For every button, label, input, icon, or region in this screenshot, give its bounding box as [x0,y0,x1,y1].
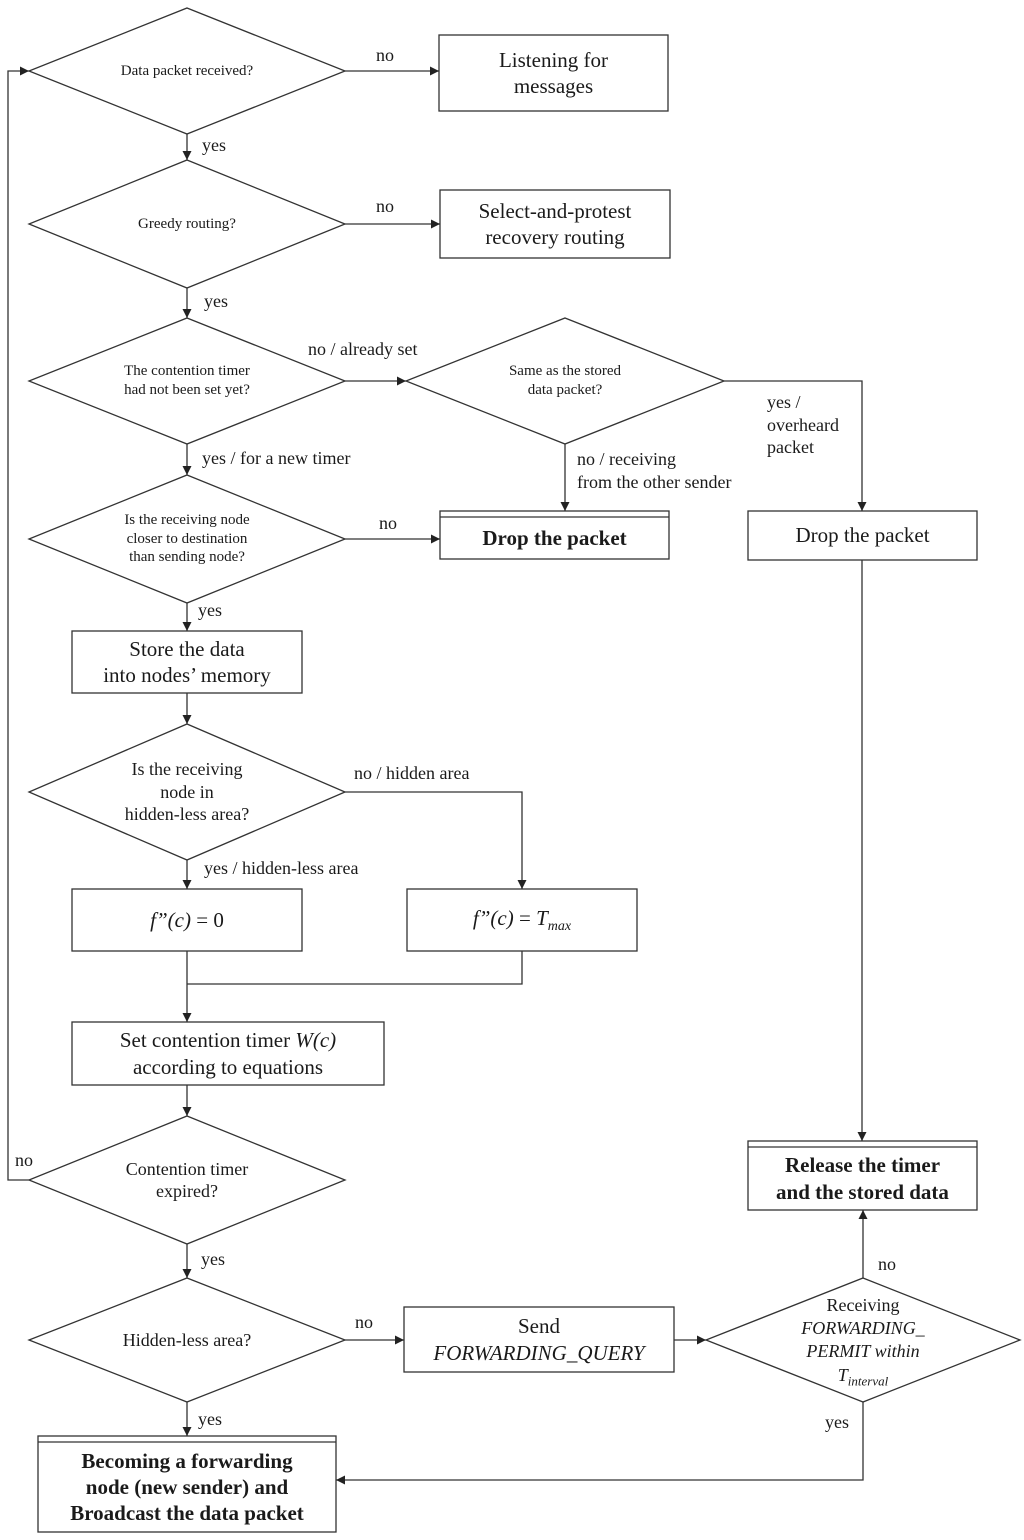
edge-label-d7-no: no [15,1150,33,1170]
edge-ftmax-merge [187,951,523,985]
box-drop-packet-bold [439,510,670,560]
edge-label-d9-yes: yes [825,1412,849,1432]
label-contention-timer-expired: Contention timer expired? [125,1158,249,1202]
edge-d6-no [345,791,527,889]
edge-label-d7-yes: yes [201,1249,225,1269]
edge-label-d3-yes: yes / for a new timer [202,448,351,468]
box-release-timer [747,1140,978,1211]
label-release-timer: Release the timer and the stored data [776,1153,949,1204]
edge-d9-yes [336,1402,864,1485]
label-f-tmax: f”(c) = Tmax [472,905,572,934]
box-drop-packet [747,510,978,561]
edge-label-d1-no: no [376,45,394,65]
box-recovery-routing [439,189,671,259]
box-store-data [71,630,303,694]
edge-label-d6-no: no / hidden area [354,763,470,783]
edge-label-d3-no: no / already set [308,339,418,359]
edge-label-d5-yes: yes [198,600,222,620]
edge-label-d5-no: no [379,513,397,533]
label-drop-packet: Drop the packet [795,523,930,548]
box-become-forwarding [37,1435,337,1533]
edge-label-d4-yes: yes / overheard packet [767,392,839,457]
edge-label-d2-no: no [376,196,394,216]
edge-label-d1-yes: yes [202,135,226,155]
label-receiving-permit: Receiving FORWARDING_ PERMIT within Tint… [801,1294,925,1389]
label-greedy-routing: Greedy routing? [138,215,236,232]
box-listening [438,34,669,112]
edge-label-d8-no: no [355,1312,373,1332]
edge-label-d4-no: no / receiving from the other sender [577,449,732,492]
edge-d7-no-loop [7,66,29,1181]
label-hidden-less-area-check: Is the receiving node in hidden-less are… [124,759,250,825]
label-set-timer: Set contention timer W(c) according to e… [119,1028,337,1079]
edge-label-d9-no: no [878,1254,896,1274]
label-closer-to-destination: Is the receiving node closer to destinat… [124,511,250,566]
edge-d4-yes [724,380,867,511]
edge-label-d6-yes: yes / hidden-less area [204,858,359,878]
label-store-data: Store the data into nodes’ memory [103,636,271,687]
label-f-zero: f”(c) = 0 [150,907,224,932]
label-recovery-routing: Select-and-protest recovery routing [478,198,632,249]
label-timer-not-set: The contention timer had not been set ye… [124,363,250,398]
label-drop-packet-bold: Drop the packet [482,525,627,550]
label-hidden-less-area: Hidden-less area? [122,1329,252,1350]
edge-label-d8-yes: yes [198,1409,222,1429]
box-set-timer [71,1021,385,1086]
label-become-forwarding: Becoming a forwarding node (new sender) … [70,1448,304,1526]
label-data-packet-received: Data packet received? [120,62,254,79]
box-f-tmax [406,888,638,952]
label-same-stored-packet: Same as the stored data packet? [508,363,622,398]
label-listening: Listening for messages [498,47,609,98]
label-send-query: Send FORWARDING_QUERY [433,1314,645,1365]
edge-label-d2-yes: yes [204,291,228,311]
